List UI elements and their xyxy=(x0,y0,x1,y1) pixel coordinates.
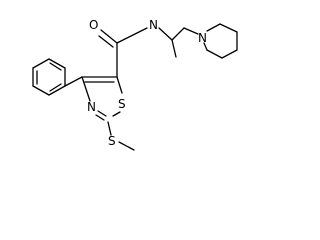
piperidine-nitrogen-label: N xyxy=(198,31,207,45)
structure-diagram: O N N S N S xyxy=(32,18,238,151)
amide-n-ch-bond xyxy=(158,27,173,41)
carbonyl-double-bond xyxy=(100,29,118,44)
ch-methyl-bond xyxy=(171,39,177,58)
thiazole-thioether-bond xyxy=(107,121,112,136)
phenyl-thiazole-bond xyxy=(64,76,83,87)
piperidine-ring xyxy=(203,23,238,59)
molecule-drawing: O N N S N S xyxy=(32,18,238,151)
carbonyl-oxygen-label: O xyxy=(89,18,98,32)
amide-bond xyxy=(116,27,148,44)
amide-nitrogen-label: N xyxy=(149,18,158,32)
thiazole-nitrogen-label: N xyxy=(87,100,96,114)
phenyl-ring xyxy=(32,58,66,96)
thiazole-ring xyxy=(81,76,123,121)
ch-ch2-bond xyxy=(171,27,185,41)
thioether-methyl-bond xyxy=(118,141,135,151)
ch2-piperidine-bond xyxy=(183,27,199,35)
thiazole-sulfur-label: S xyxy=(118,97,126,111)
carbonyl-double-bond-inner xyxy=(98,35,114,48)
thioether-sulfur-label: S xyxy=(108,134,116,148)
